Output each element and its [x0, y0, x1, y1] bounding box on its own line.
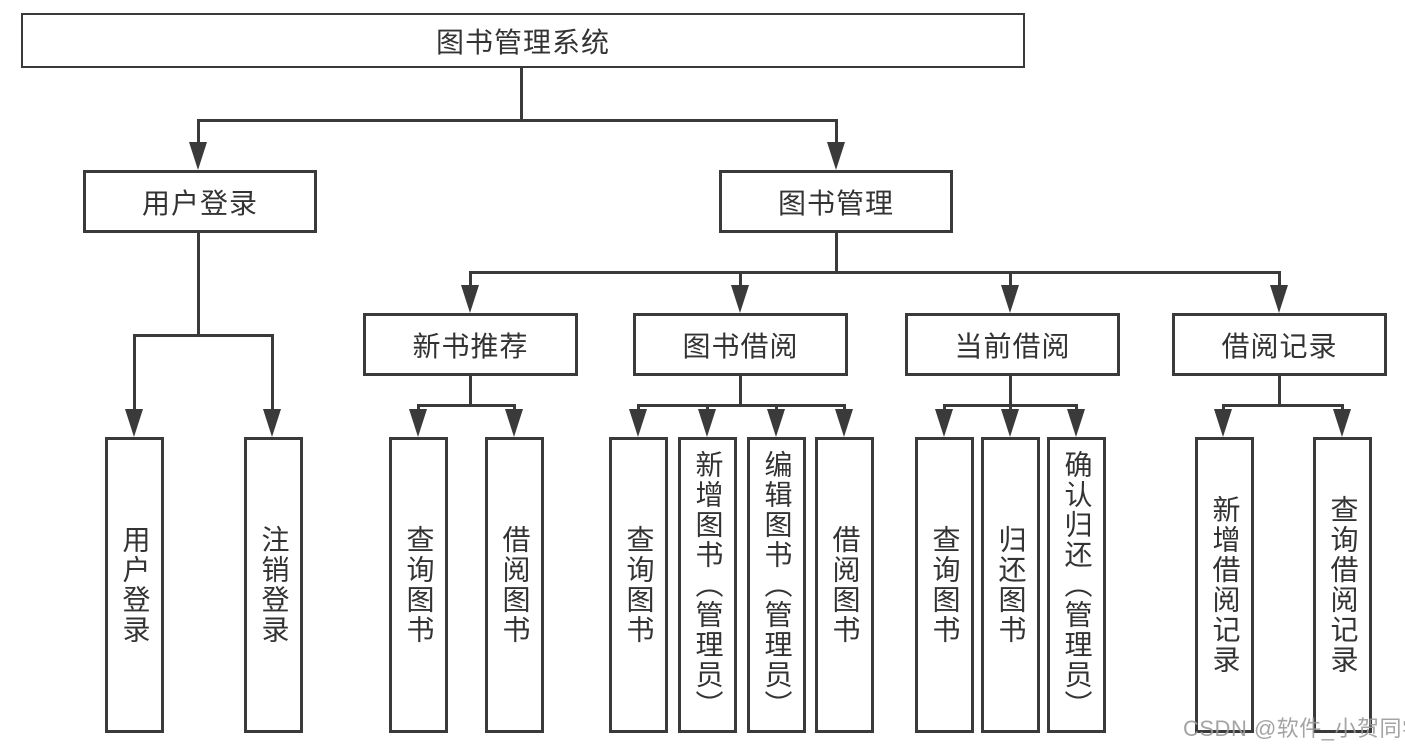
- arrowhead-down-icon: [461, 285, 479, 313]
- arrowhead-down-icon: [189, 142, 207, 170]
- leaf-query-borrow-record: 查询借阅记录: [1313, 437, 1372, 733]
- connector: [637, 404, 846, 407]
- leaf-label: 查询图书: [623, 525, 655, 645]
- node-label: 图书管理: [777, 187, 894, 219]
- arrowhead-down-icon: [731, 285, 749, 313]
- node-library-management-system: 图书管理系统: [21, 13, 1025, 68]
- connector: [417, 404, 516, 407]
- arrowhead-down-icon: [629, 409, 647, 437]
- leaf-confirm-return-admin: 确认归还（管理员）: [1047, 437, 1106, 733]
- csdn-watermark: CSDN @软件_小贺同学: [1183, 716, 1405, 741]
- leaf-label: 查询图书: [403, 525, 435, 645]
- leaf-label: 注销登录: [258, 525, 290, 645]
- leaf-logout: 注销登录: [244, 437, 303, 733]
- leaf-borrow-books-recommend: 借阅图书: [485, 437, 544, 733]
- connector: [197, 233, 200, 336]
- leaf-label: 查询借阅记录: [1327, 495, 1359, 675]
- arrowhead-down-icon: [698, 409, 716, 437]
- leaf-return-book: 归还图书: [981, 437, 1040, 733]
- arrowhead-down-icon: [505, 409, 523, 437]
- connector: [739, 376, 742, 406]
- leaf-label: 确认归还（管理员）: [1061, 450, 1093, 720]
- leaf-edit-book-admin: 编辑图书（管理员）: [747, 437, 806, 733]
- node-book-management: 图书管理: [719, 170, 953, 233]
- connector: [197, 119, 200, 145]
- connector: [1222, 404, 1344, 407]
- node-borrowing-records: 借阅记录: [1172, 313, 1387, 376]
- node-book-borrowing: 图书借阅: [633, 313, 848, 376]
- node-current-borrowing: 当前借阅: [905, 313, 1120, 376]
- leaf-add-book-admin: 新增图书（管理员）: [678, 437, 737, 733]
- leaf-label: 用户登录: [119, 525, 151, 645]
- connector: [197, 119, 838, 122]
- connector: [739, 271, 742, 289]
- connector: [469, 271, 472, 289]
- node-user-login: 用户登录: [83, 170, 317, 233]
- connector: [835, 233, 838, 273]
- arrowhead-down-icon: [1214, 409, 1232, 437]
- connector: [520, 68, 523, 121]
- leaf-label: 新增借阅记录: [1209, 495, 1241, 675]
- connector: [133, 334, 274, 337]
- connector: [835, 119, 838, 145]
- arrowhead-down-icon: [1001, 409, 1019, 437]
- leaf-label: 借阅图书: [499, 525, 531, 645]
- arrowhead-down-icon: [409, 409, 427, 437]
- arrowhead-down-icon: [827, 142, 845, 170]
- connector: [1278, 271, 1281, 289]
- node-label: 当前借阅: [954, 330, 1071, 362]
- leaf-label: 借阅图书: [829, 525, 861, 645]
- node-new-book-recommend: 新书推荐: [363, 313, 578, 376]
- connector: [469, 376, 472, 406]
- leaf-query-books-current: 查询图书: [915, 437, 974, 733]
- arrowhead-down-icon: [125, 409, 143, 437]
- arrowhead-down-icon: [1001, 285, 1019, 313]
- connector: [469, 271, 1280, 274]
- arrowhead-down-icon: [835, 409, 853, 437]
- node-label: 用户登录: [141, 187, 258, 219]
- arrowhead-down-icon: [767, 409, 785, 437]
- leaf-label: 新增图书（管理员）: [692, 450, 724, 720]
- leaf-add-borrow-record: 新增借阅记录: [1195, 437, 1254, 733]
- leaf-user-login: 用户登录: [105, 437, 164, 733]
- leaf-label: 归还图书: [995, 525, 1027, 645]
- node-label: 借阅记录: [1221, 330, 1338, 362]
- arrowhead-down-icon: [1333, 409, 1351, 437]
- connector: [133, 334, 136, 412]
- arrowhead-down-icon: [1067, 409, 1085, 437]
- node-label: 图书管理系统: [435, 26, 610, 58]
- connector: [1278, 376, 1281, 406]
- leaf-label: 查询图书: [929, 525, 961, 645]
- arrowhead-down-icon: [263, 409, 281, 437]
- leaf-query-books-recommend: 查询图书: [389, 437, 448, 733]
- leaf-query-books-borrow: 查询图书: [609, 437, 668, 733]
- arrowhead-down-icon: [1270, 285, 1288, 313]
- leaf-label: 编辑图书（管理员）: [761, 450, 793, 720]
- node-label: 图书借阅: [682, 330, 799, 362]
- connector: [271, 334, 274, 412]
- arrowhead-down-icon: [935, 409, 953, 437]
- connector: [1009, 271, 1012, 289]
- node-label: 新书推荐: [412, 330, 529, 362]
- connector: [1009, 376, 1012, 406]
- leaf-borrow-books: 借阅图书: [815, 437, 874, 733]
